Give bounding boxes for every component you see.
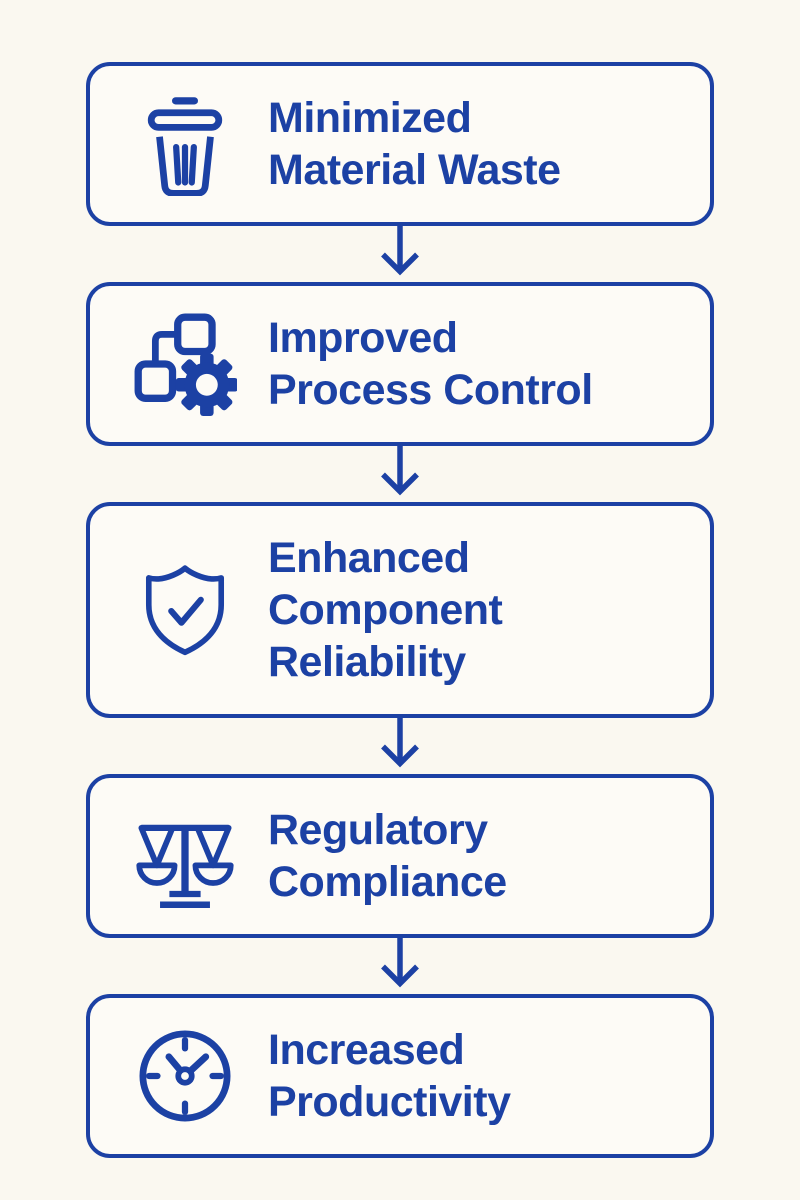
flow-step-minimized-material-waste: Minimized Material Waste (86, 62, 714, 226)
step-title: Increased Productivity (268, 1026, 511, 1126)
flow-step-enhanced-component-reliability: Enhanced Component Reliability (86, 502, 714, 718)
step-title: Improved Process Control (268, 314, 593, 414)
step-title: Enhanced Component Reliability (268, 534, 503, 686)
down-arrow (378, 718, 422, 774)
down-arrow (378, 446, 422, 502)
flow-step-increased-productivity: Increased Productivity (86, 994, 714, 1158)
shield-check-icon (132, 559, 238, 661)
trash-icon (132, 92, 238, 196)
flow-step-regulatory-compliance: Regulatory Compliance (86, 774, 714, 938)
clock-icon (132, 1024, 238, 1128)
scales-icon (132, 804, 238, 908)
step-title: Regulatory Compliance (268, 806, 507, 906)
step-title: Minimized Material Waste (268, 94, 561, 194)
flow-step-improved-process-control: Improved Process Control (86, 282, 714, 446)
down-arrow (378, 938, 422, 994)
down-arrow (378, 226, 422, 282)
process-gear-icon (132, 312, 238, 416)
